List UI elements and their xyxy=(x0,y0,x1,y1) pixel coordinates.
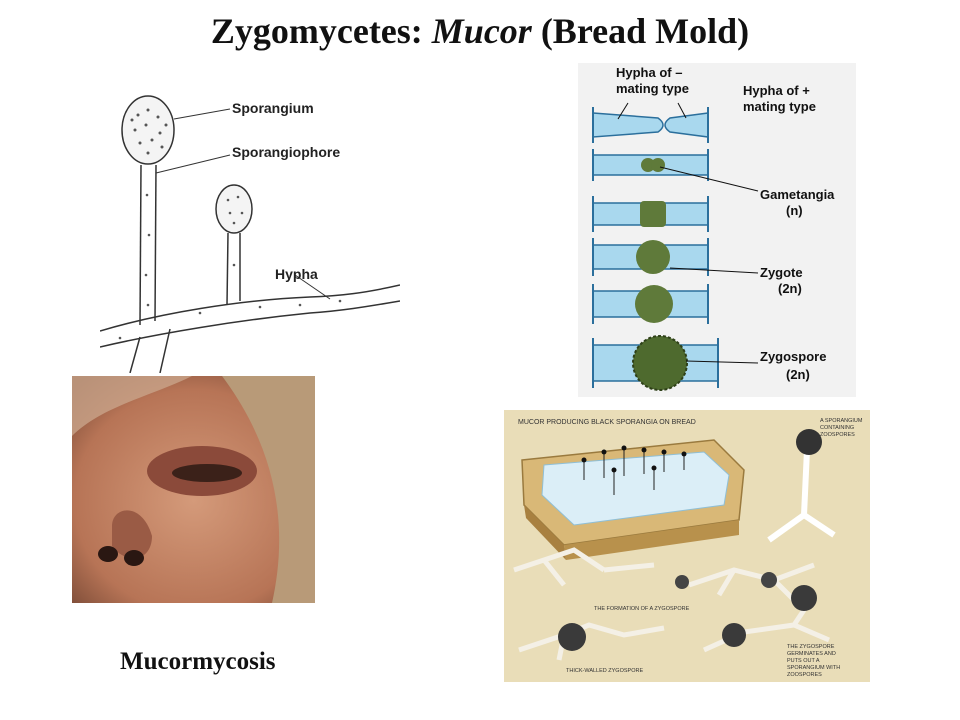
mucormycosis-photo xyxy=(72,376,315,603)
hypha-label: Hypha xyxy=(275,266,318,282)
bread-heading: MUCOR PRODUCING BLACK SPORANGIA ON BREAD xyxy=(518,419,696,426)
sporangium-note-2: CONTAINING xyxy=(820,425,854,431)
germinates-4: SPORANGIUM WITH xyxy=(787,665,840,671)
zygospore-formation-diagram: Hypha of – mating type Hypha of + mating… xyxy=(578,63,856,397)
plus-hypha-label-2: mating type xyxy=(743,99,816,114)
sporangium-label: Sporangium xyxy=(232,100,314,116)
germinates-5: ZOOSPORES xyxy=(787,672,822,678)
zygospore-ploidy: (2n) xyxy=(786,367,810,382)
zygote-label: Zygote xyxy=(760,265,803,280)
germinates-1: THE ZYGOSPORE xyxy=(787,644,835,650)
gametangia-label: Gametangia xyxy=(760,187,835,202)
zygote-ploidy: (2n) xyxy=(778,281,802,296)
sporangium-note-1: A SPORANGIUM xyxy=(820,418,863,424)
sporangiophore-label: Sporangiophore xyxy=(232,144,340,160)
photo-caption: Mucormycosis xyxy=(120,648,276,675)
plus-hypha-label-1: Hypha of + xyxy=(743,83,810,98)
germinates-2: GERMINATES AND xyxy=(787,651,836,657)
gametangia-ploidy: (n) xyxy=(786,203,803,218)
formation-label: THE FORMATION OF A ZYGOSPORE xyxy=(594,606,690,612)
sporangium-diagram: Sporangium Sporangiophore Hypha xyxy=(100,95,400,373)
germinates-3: PUTS OUT A xyxy=(787,658,820,664)
minus-hypha-label-1: Hypha of – xyxy=(616,65,682,80)
thick-walled-label: THICK-WALLED ZYGOSPORE xyxy=(566,668,643,674)
mucor-bread-illustration: MUCOR PRODUCING BLACK SPORANGIA ON BREAD… xyxy=(504,410,870,682)
minus-hypha-label-2: mating type xyxy=(616,81,689,96)
sporangium-note-3: ZOOSPORES xyxy=(820,432,855,438)
zygospore-label: Zygospore xyxy=(760,349,826,364)
page-title: Zygomycetes: Mucor (Bread Mold) xyxy=(210,11,750,51)
